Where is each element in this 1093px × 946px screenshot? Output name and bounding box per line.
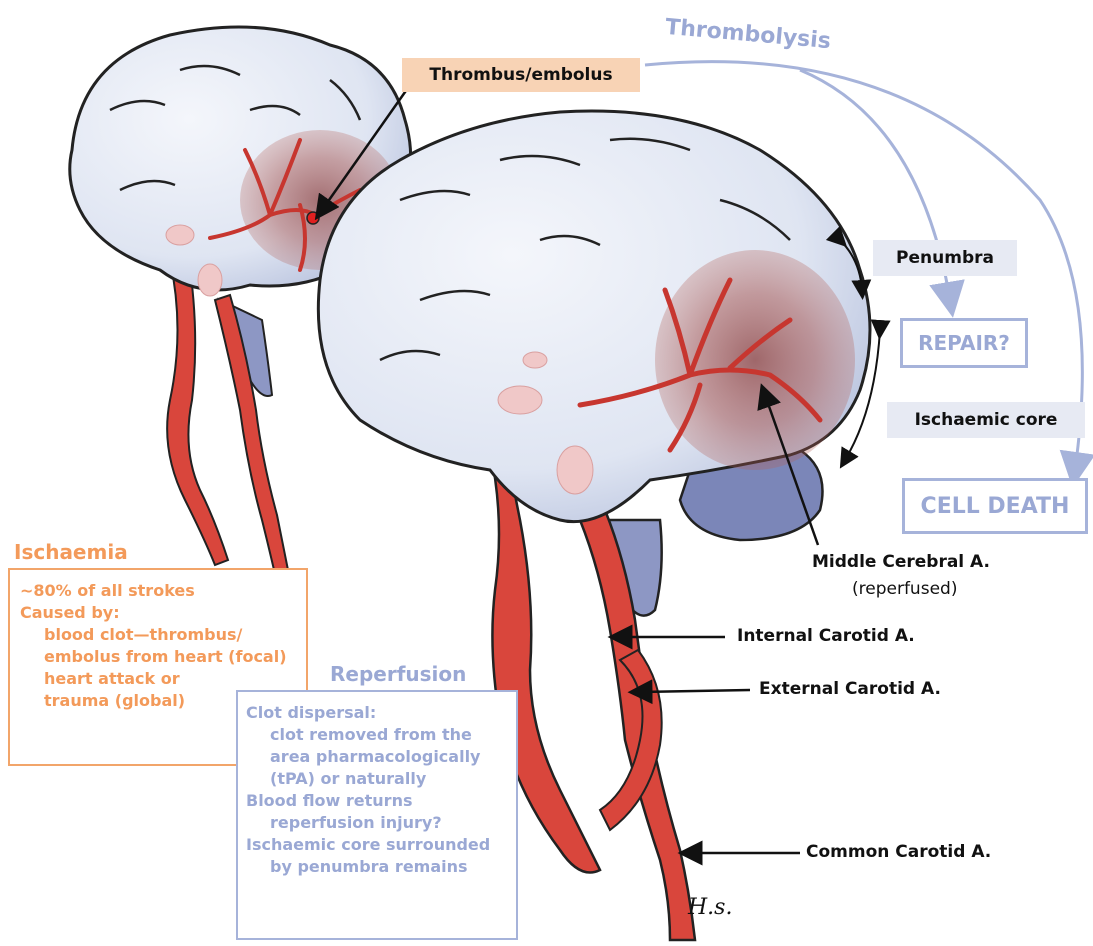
reperfusion-line-3: area pharmacologically <box>246 746 490 768</box>
reperfusion-line-5: Blood flow returns <box>246 790 490 812</box>
repair-box: REPAIR? <box>900 318 1028 368</box>
ischaemia-title: Ischaemia <box>14 540 128 564</box>
reperfusion-line-8: by penumbra remains <box>246 856 490 878</box>
reperfusion-line-4: (tPA) or naturally <box>246 768 490 790</box>
reperfusion-title: Reperfusion <box>330 662 466 686</box>
ischaemia-line-4: embolus from heart (focal) <box>20 646 287 668</box>
cell-death-box: CELL DEATH <box>902 478 1088 534</box>
ischaemia-line-1: ~80% of all strokes <box>20 580 287 602</box>
middle-cerebral-label: Middle Cerebral A. <box>812 552 990 572</box>
reperfusion-line-6: reperfusion injury? <box>246 812 490 834</box>
internal-carotid-label: Internal Carotid A. <box>737 626 915 646</box>
thrombus-dot <box>307 212 319 224</box>
ischaemia-line-3: blood clot—thrombus/ <box>20 624 287 646</box>
reperfusion-line-2: clot removed from the <box>246 724 490 746</box>
artist-signature: H.s. <box>688 895 732 920</box>
common-carotid-label: Common Carotid A. <box>806 842 991 862</box>
ischaemia-line-2: Caused by: <box>20 602 287 624</box>
ischaemia-line-5: heart attack or <box>20 668 287 690</box>
reperfused-label: (reperfused) <box>852 579 957 599</box>
external-carotid-label: External Carotid A. <box>759 679 941 699</box>
thrombus-label: Thrombus/embolus <box>402 58 640 92</box>
reperfusion-line-1: Clot dispersal: <box>246 702 490 724</box>
reperfusion-line-7: Ischaemic core surrounded <box>246 834 490 856</box>
reperfusion-box: Clot dispersal: clot removed from the ar… <box>236 690 518 940</box>
penumbra-label: Penumbra <box>873 240 1017 276</box>
ischaemic-core-label: Ischaemic core <box>887 402 1085 438</box>
